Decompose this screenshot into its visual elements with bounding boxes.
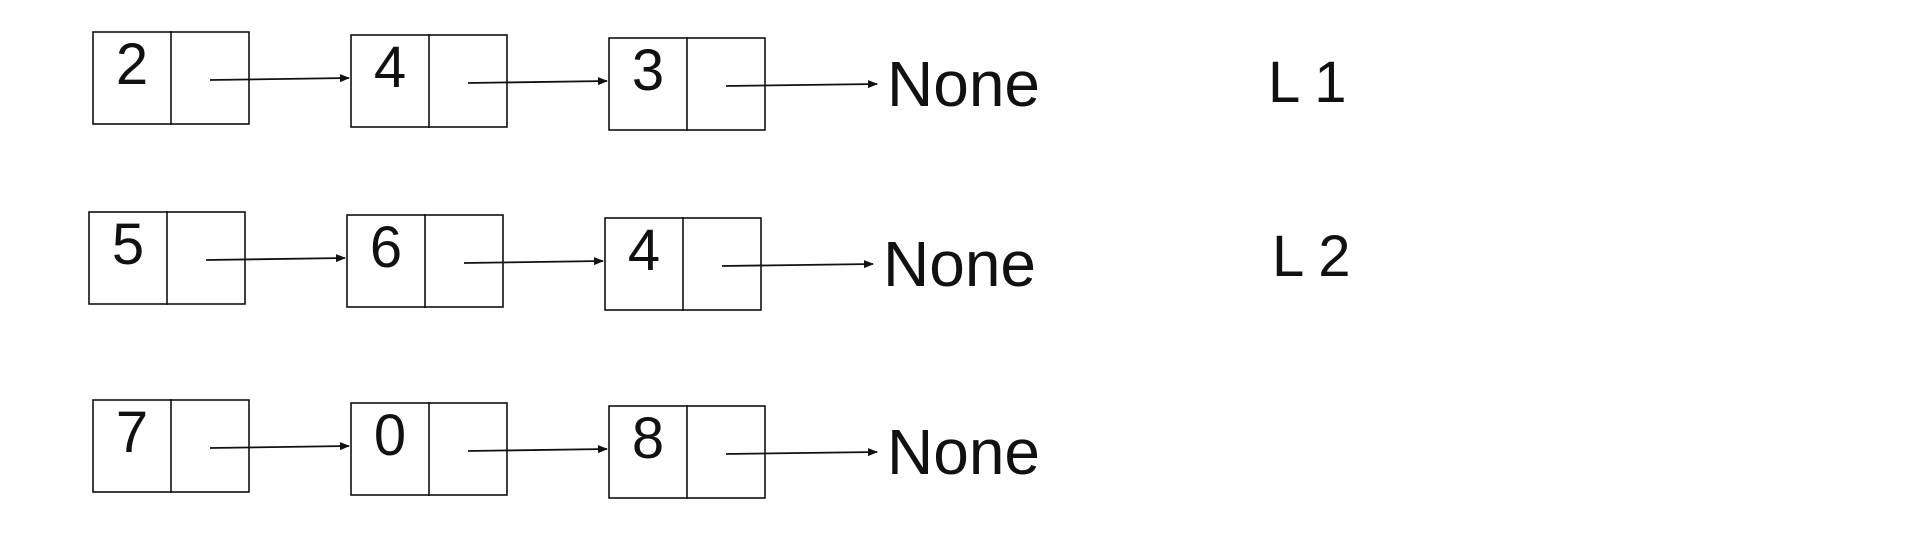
node-value: 6 <box>370 215 402 280</box>
list-label: L 2 <box>1272 224 1350 289</box>
list-row-2: 5 6 4 None L 2 <box>88 211 1350 311</box>
node-value: 4 <box>374 35 406 100</box>
list-node: 2 <box>92 31 250 125</box>
list-row-3: 7 0 8 None <box>92 399 1040 499</box>
next-pointer-arrow <box>467 445 608 454</box>
node-value: 0 <box>374 403 406 468</box>
node-value: 8 <box>632 406 664 471</box>
list-node: 5 <box>88 211 246 305</box>
list-node: 3 <box>608 37 766 131</box>
none-terminal: None <box>883 228 1036 300</box>
next-pointer-arrow <box>721 260 874 269</box>
next-pointer-arrow <box>209 442 350 451</box>
list-node: 4 <box>604 217 762 311</box>
next-pointer-arrow <box>467 77 608 86</box>
none-terminal: None <box>887 48 1040 120</box>
list-node: 7 <box>92 399 250 493</box>
node-value: 2 <box>116 32 148 97</box>
node-value: 3 <box>632 38 664 103</box>
next-pointer-arrow <box>205 254 346 263</box>
list-node: 0 <box>350 402 508 496</box>
list-row-1: 2 4 3 None L 1 <box>92 31 1346 131</box>
next-pointer-arrow <box>725 80 878 89</box>
list-node: 8 <box>608 405 766 499</box>
next-pointer-arrow <box>463 257 604 266</box>
none-terminal: None <box>887 416 1040 488</box>
list-node: 4 <box>350 34 508 128</box>
node-value: 5 <box>112 212 144 277</box>
next-pointer-arrow <box>725 448 878 457</box>
node-value: 4 <box>628 218 660 283</box>
node-value: 7 <box>116 400 148 465</box>
list-node: 6 <box>346 214 504 308</box>
next-pointer-arrow <box>209 74 350 83</box>
list-label: L 1 <box>1268 50 1346 115</box>
